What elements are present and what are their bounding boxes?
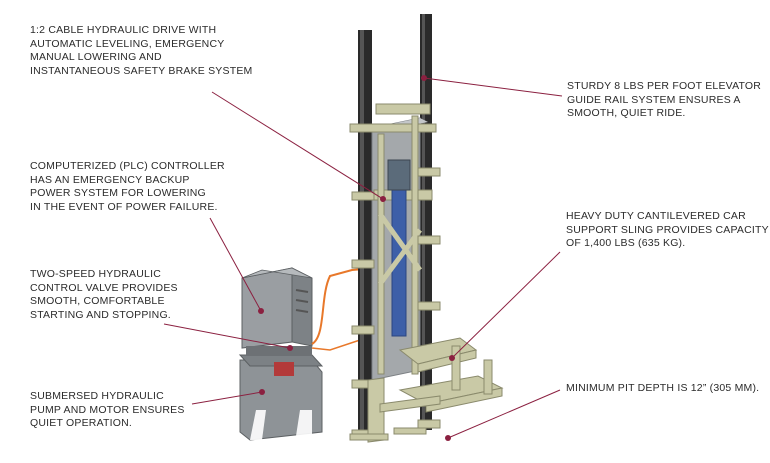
guide-rail-right bbox=[420, 14, 432, 430]
pump-unit bbox=[238, 354, 324, 441]
callout-controller: COMPUTERIZED (PLC) CONTROLLER HAS AN EME… bbox=[30, 160, 225, 213]
callout-rail: STURDY 8 LBS PER FOOT ELEVATOR GUIDE RAI… bbox=[567, 80, 762, 119]
callout-sling: HEAVY DUTY CANTILEVERED CAR SUPPORT SLIN… bbox=[566, 210, 769, 249]
callout-pit: MINIMUM PIT DEPTH IS 12” (305 MM). bbox=[566, 382, 760, 394]
car-platform bbox=[349, 337, 504, 443]
callout-pump: SUBMERSED HYDRAULIC PUMP AND MOTOR ENSUR… bbox=[30, 390, 185, 429]
hydraulic-hose bbox=[311, 265, 401, 345]
leader-lines bbox=[163, 77, 563, 439]
frame-bracing bbox=[377, 212, 423, 286]
pump-motor bbox=[274, 362, 294, 376]
callout-drive: 1:2 CABLE HYDRAULIC DRIVE WITH AUTOMATIC… bbox=[30, 24, 253, 77]
controller-cabinet bbox=[241, 267, 313, 356]
callout-valve: TWO-SPEED HYDRAULIC CONTROL VALVE PROVID… bbox=[30, 268, 178, 321]
guide-rail-left bbox=[358, 30, 372, 438]
